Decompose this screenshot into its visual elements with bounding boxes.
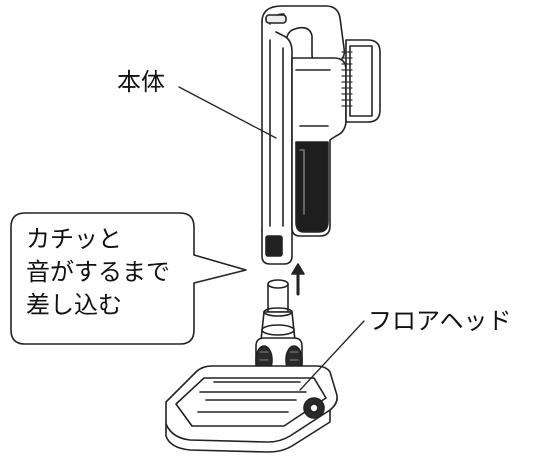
callout-line-3: 差し込む [26,291,122,319]
callout-line-2: 音がするまで [26,258,170,286]
leader-line-body [178,86,277,139]
body-label: 本体 [117,68,165,96]
floor-head [165,279,338,453]
callout-bubble [10,212,247,345]
leader-line-floor-head [299,320,365,391]
callout-text: カチッと 音がするまで 差し込む [26,223,170,322]
floor-head-label: フロアヘッド [368,307,512,335]
vacuum-body [261,5,381,265]
callout-line-1: カチッと [26,225,122,253]
insert-arrow [291,263,305,296]
